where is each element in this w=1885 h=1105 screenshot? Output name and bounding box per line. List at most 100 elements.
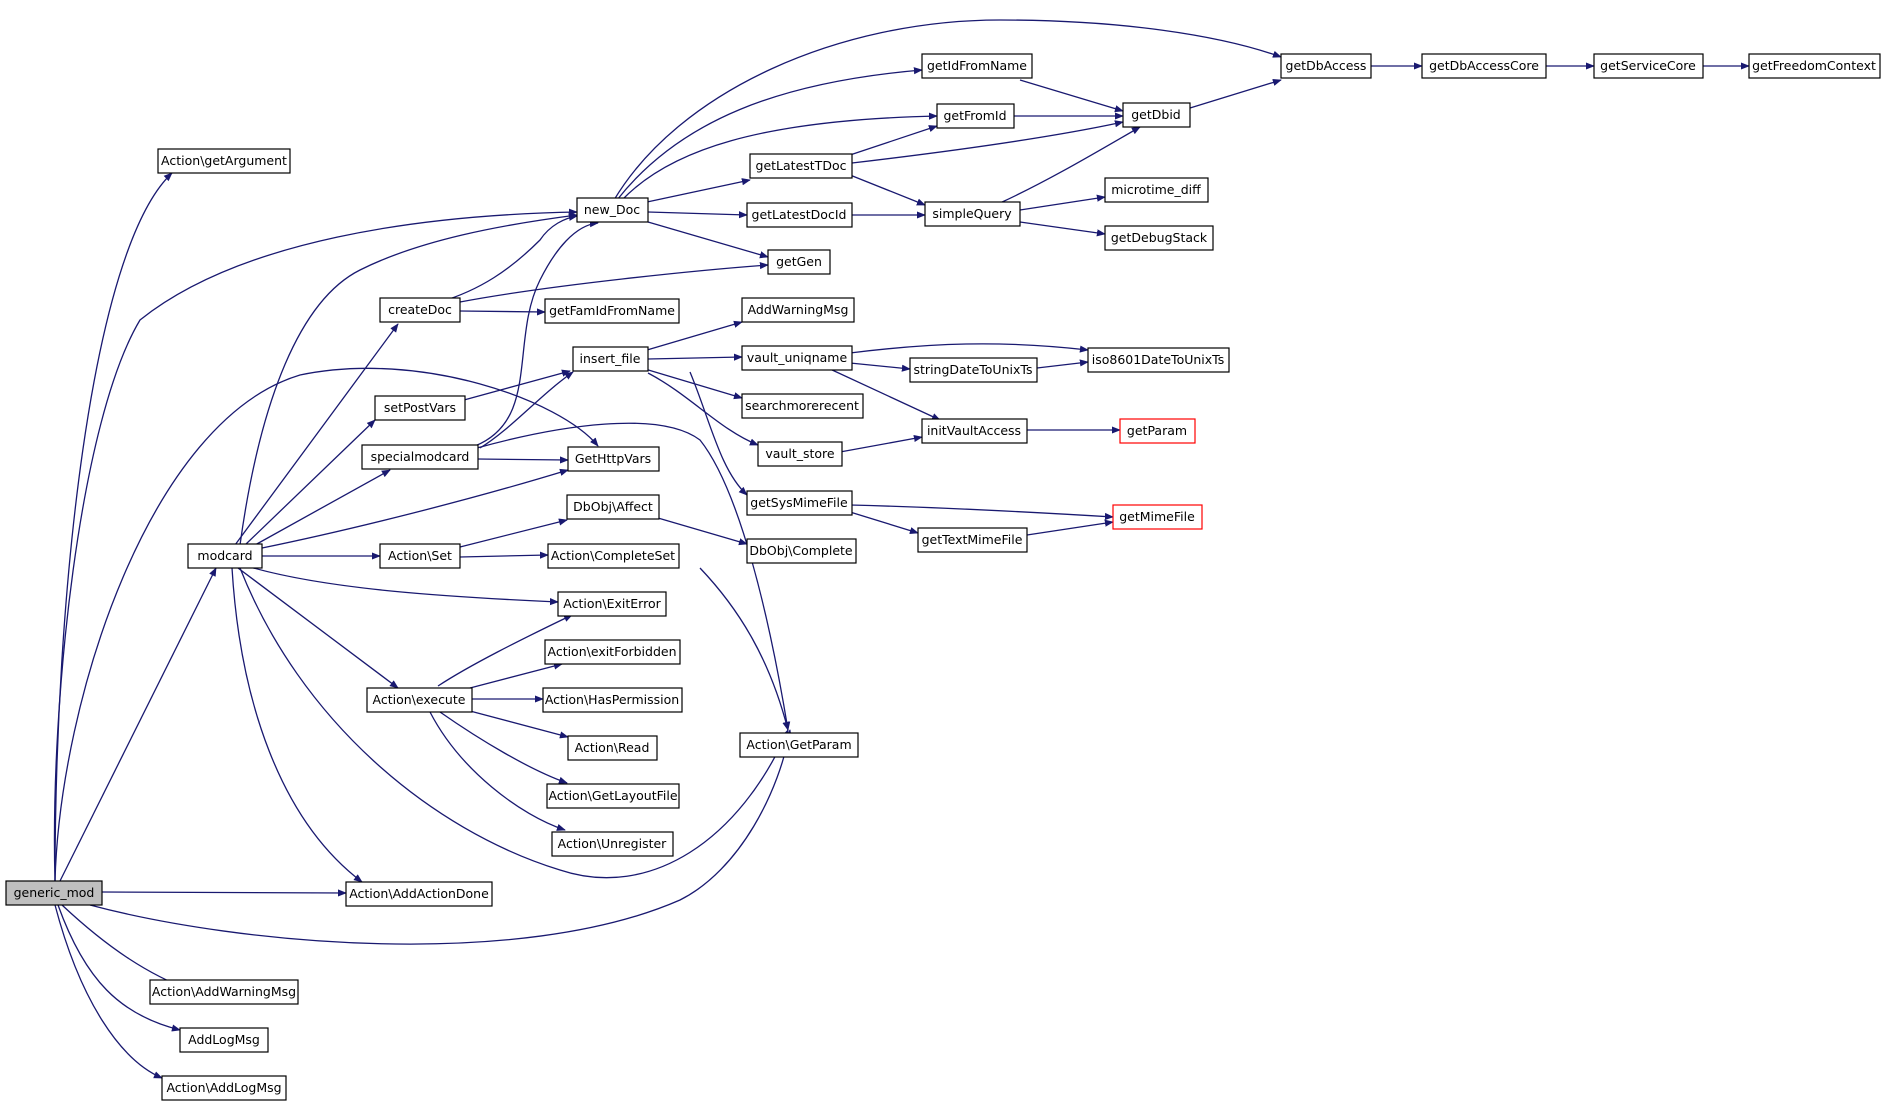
- node-label: Action\AddWarningMsg: [152, 984, 296, 999]
- edge-insert-file-to-searchmorerecent: [644, 368, 743, 400]
- node-createdoc[interactable]: createDoc: [379, 297, 461, 323]
- node-microtime-diff[interactable]: microtime_diff: [1104, 177, 1209, 203]
- node-action-read[interactable]: Action\Read: [567, 735, 658, 761]
- node-new-doc[interactable]: new_Doc: [576, 197, 649, 223]
- node-label: specialmodcard: [371, 449, 470, 464]
- node-label: generic_mod: [14, 885, 95, 900]
- node-label: Action\CompleteSet: [551, 548, 675, 563]
- edge-new-doc-to-getlatesttdoc: [646, 178, 751, 203]
- node-getlatestdocid[interactable]: getLatestDocId: [746, 202, 853, 228]
- edge-getlatesttdoc-to-simplequery: [849, 174, 926, 206]
- node-dbobj-affect[interactable]: DbObj\Affect: [566, 494, 660, 520]
- edge-modcard-to-setpostvars: [244, 419, 376, 546]
- edge-execute-to-unregister: [429, 711, 566, 831]
- node-label: getMimeFile: [1119, 509, 1195, 524]
- edge-uniqname-to-initvault: [829, 368, 941, 421]
- node-label: Action\ExitError: [563, 596, 661, 611]
- node-action-unregister[interactable]: Action\Unregister: [551, 831, 674, 857]
- edge-generic-mod-to-getparam: [89, 729, 793, 945]
- node-label: Action\getArgument: [161, 153, 287, 168]
- edge-getlatesttdoc-to-getfromid: [849, 125, 938, 156]
- node-action-getargument[interactable]: Action\getArgument: [157, 148, 291, 174]
- node-action-exitforbidden[interactable]: Action\exitForbidden: [544, 639, 681, 665]
- edge-modcard-to-getparam: [239, 567, 789, 879]
- edge-execute-to-read: [469, 710, 569, 739]
- node-action-completeset[interactable]: Action\CompleteSet: [547, 543, 680, 569]
- node-initvaultaccess[interactable]: initVaultAccess: [921, 418, 1028, 444]
- edge-new-doc-to-getdbaccess: [613, 19, 1282, 201]
- edge-generic-mod-to-addlogmsg: [57, 904, 181, 1032]
- node-label: GetHttpVars: [575, 451, 651, 466]
- node-action-set[interactable]: Action\Set: [379, 543, 461, 569]
- node-gethttpvars[interactable]: GetHttpVars: [567, 446, 660, 472]
- node-modcard[interactable]: modcard: [187, 543, 263, 569]
- edge-createdoc-to-getgen: [459, 262, 769, 303]
- node-gettextmimefile[interactable]: getTextMimeFile: [917, 527, 1028, 553]
- node-getgen[interactable]: getGen: [767, 249, 831, 275]
- edge-generic-mod-to-modcard: [59, 567, 217, 882]
- node-insert-file[interactable]: insert_file: [572, 346, 649, 372]
- edge-createdoc-to-getfamidfromname: [459, 308, 546, 316]
- node-label: new_Doc: [584, 202, 640, 217]
- edge-set-to-affect: [459, 518, 568, 548]
- edge-stringdate-to-iso8601: [1036, 359, 1089, 369]
- edge-modcard-to-new-doc: [239, 212, 578, 546]
- node-addwarningmsg[interactable]: AddWarningMsg: [741, 297, 855, 323]
- node-action-getparam[interactable]: Action\GetParam: [739, 732, 859, 758]
- node-getfreedomcontext[interactable]: getFreedomContext: [1748, 53, 1881, 79]
- node-label: simpleQuery: [932, 206, 1012, 221]
- node-getlatesttdoc[interactable]: getLatestTDoc: [749, 153, 853, 179]
- node-action-getlayoutfile[interactable]: Action\GetLayoutFile: [546, 783, 680, 809]
- node-label: microtime_diff: [1111, 182, 1201, 197]
- node-addlogmsg[interactable]: AddLogMsg: [179, 1027, 269, 1053]
- edge-generic-mod-to-action-addlogmsg: [54, 904, 163, 1079]
- node-label: AddLogMsg: [188, 1032, 260, 1047]
- node-label: getGen: [776, 254, 822, 269]
- node-searchmorerecent[interactable]: searchmorerecent: [741, 393, 864, 419]
- node-label: getDbAccessCore: [1429, 58, 1539, 73]
- edge-simplequery-to-microtime: [1019, 194, 1106, 211]
- node-simplequery[interactable]: simpleQuery: [924, 201, 1021, 227]
- node-action-addwarningmsg[interactable]: Action\AddWarningMsg: [149, 979, 299, 1005]
- node-stringdatetounixts[interactable]: stringDateToUnixTs: [909, 357, 1038, 383]
- node-getservicecore[interactable]: getServiceCore: [1593, 53, 1704, 79]
- node-getparam[interactable]: getParam: [1119, 418, 1196, 444]
- node-getfromid[interactable]: getFromId: [936, 103, 1015, 129]
- edges: [53, 19, 1750, 1079]
- node-vault-uniqname[interactable]: vault_uniqname: [741, 345, 853, 371]
- edge-new-doc-to-getfromid: [621, 112, 938, 201]
- node-generic-mod[interactable]: generic_mod: [5, 880, 103, 906]
- node-dbobj-complete[interactable]: DbObj\Complete: [746, 538, 857, 564]
- node-getidfromname[interactable]: getIdFromName: [921, 53, 1033, 79]
- node-label: getIdFromName: [927, 58, 1027, 73]
- node-setpostvars[interactable]: setPostVars: [374, 395, 466, 421]
- node-label: Action\exitForbidden: [547, 644, 676, 659]
- edge-modcard-to-execute: [237, 567, 399, 689]
- node-getsysmimefile[interactable]: getSysMimeFile: [746, 490, 853, 516]
- node-getdbid[interactable]: getDbid: [1122, 102, 1191, 128]
- node-action-haspermission[interactable]: Action\HasPermission: [542, 687, 683, 713]
- node-label: iso8601DateToUnixTs: [1092, 352, 1225, 367]
- edge-modcard-to-createdoc: [234, 323, 399, 546]
- node-action-execute[interactable]: Action\execute: [366, 687, 473, 713]
- node-action-exiterror[interactable]: Action\ExitError: [557, 591, 667, 617]
- node-label: DbObj\Affect: [573, 499, 653, 514]
- node-getdbaccesscore[interactable]: getDbAccessCore: [1421, 53, 1547, 79]
- node-action-addactiondone[interactable]: Action\AddActionDone: [345, 881, 493, 907]
- node-label: stringDateToUnixTs: [914, 362, 1033, 377]
- node-getfamidfromname[interactable]: getFamIdFromName: [544, 298, 680, 324]
- node-getmimefile[interactable]: getMimeFile: [1112, 504, 1203, 530]
- node-vault-store[interactable]: vault_store: [757, 441, 843, 467]
- node-iso8601datetounixts[interactable]: iso8601DateToUnixTs: [1087, 347, 1230, 373]
- node-label: Action\execute: [373, 692, 466, 707]
- node-getdbaccess[interactable]: getDbAccess: [1280, 53, 1372, 79]
- node-label: Action\GetParam: [746, 737, 851, 752]
- node-specialmodcard[interactable]: specialmodcard: [361, 444, 479, 470]
- edge-insert-file-to-addwarningmsg: [646, 320, 743, 351]
- edge-getdbid-to-getdbaccess: [1189, 78, 1282, 109]
- node-label: getFreedomContext: [1752, 58, 1876, 73]
- node-getdebugstack[interactable]: getDebugStack: [1104, 225, 1214, 251]
- node-label: Action\Unregister: [558, 836, 667, 851]
- node-action-addlogmsg[interactable]: Action\AddLogMsg: [161, 1075, 287, 1101]
